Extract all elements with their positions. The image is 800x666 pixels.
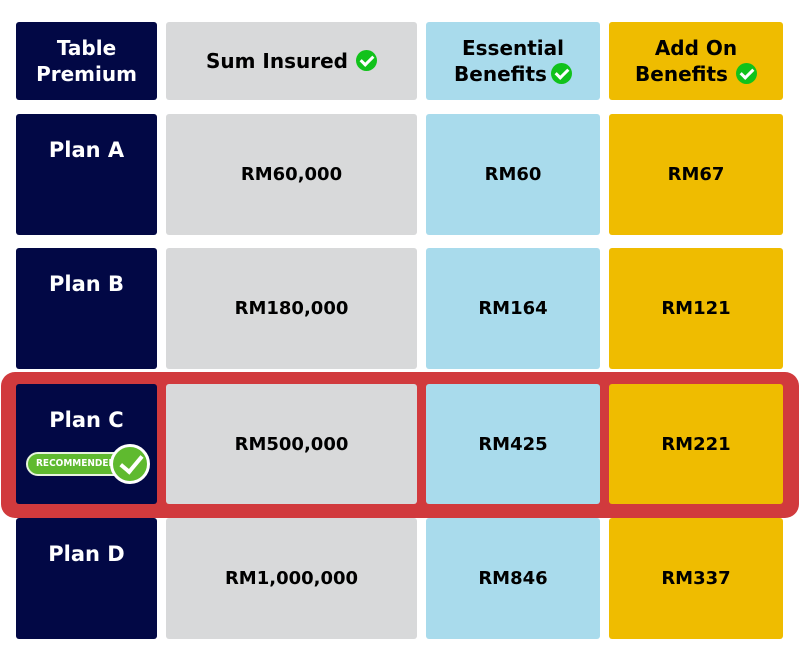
plan-b-addon: RM121 [609, 248, 783, 369]
header-essential-line-2: Benefits [454, 62, 547, 86]
plan-b-essential: RM164 [426, 248, 600, 369]
plan-name: Plan A [48, 138, 125, 162]
check-circle-icon [550, 63, 572, 84]
check-circle-icon [735, 63, 757, 84]
header-addon-benefits: Add On Benefits [609, 22, 783, 100]
recommended-badge: RECOMMENDED [26, 444, 152, 484]
plan-b-sum-insured: RM180,000 [166, 248, 417, 369]
check-circle-icon [356, 50, 377, 71]
header-sum-insured-label: Sum Insured [205, 49, 348, 73]
plan-c-sum-insured: RM500,000 [166, 384, 417, 504]
plan-d-addon: RM337 [609, 518, 783, 639]
plan-a-label: Plan A [16, 114, 157, 235]
plan-d-label: Plan D [16, 518, 157, 639]
plan-a-addon: RM67 [609, 114, 783, 235]
plan-a-essential: RM60 [426, 114, 600, 235]
plan-name: Plan C [49, 408, 124, 432]
plan-name: Plan D [48, 542, 125, 566]
plan-a-sum-insured: RM60,000 [166, 114, 417, 235]
header-table-premium: Table Premium [16, 22, 157, 100]
plan-name: Plan B [48, 272, 125, 296]
plan-d-essential: RM846 [426, 518, 600, 639]
check-circle-icon [110, 444, 150, 484]
plan-d-sum-insured: RM1,000,000 [166, 518, 417, 639]
header-corner-line-1: Table [56, 36, 117, 60]
header-sum-insured: Sum Insured [166, 22, 417, 100]
header-addon-line-1: Add On [654, 36, 738, 60]
header-essential-benefits: Essential Benefits [426, 22, 600, 100]
plan-c-addon: RM221 [609, 384, 783, 504]
header-essential-line-1: Essential [461, 36, 565, 60]
header-corner-line-2: Premium [36, 62, 137, 86]
plan-c-essential: RM425 [426, 384, 600, 504]
header-addon-line-2: Benefits [635, 62, 728, 86]
plan-b-label: Plan B [16, 248, 157, 369]
